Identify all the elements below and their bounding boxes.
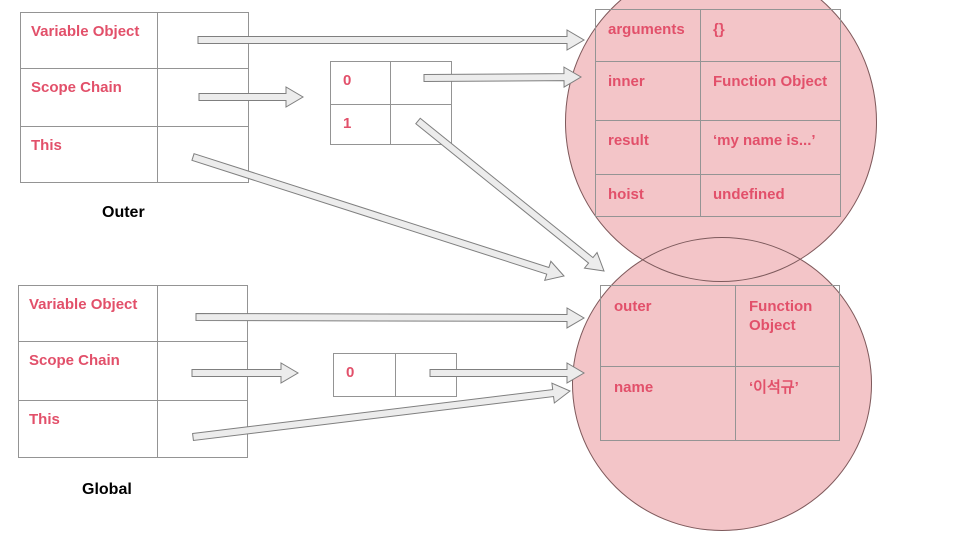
vo-key-inner-cell: inner [596, 62, 701, 121]
outer-scope-pointer-1-cell [391, 105, 451, 144]
global-variable-object-value-cell [158, 286, 247, 342]
global-scope-chain-value-cell [158, 342, 247, 401]
global-scope-index-0-cell: 0 [334, 354, 396, 396]
vo-key-name-cell: name [601, 367, 736, 440]
outer-variable-object-value-cell [158, 13, 248, 69]
outer-this-value-cell [158, 127, 248, 182]
vo-value-arguments-cell: {} [701, 10, 840, 62]
global-scope-chain-array: 0 [333, 353, 457, 397]
outer-scope-index-1-cell: 1 [331, 105, 391, 144]
vo-key-outer-cell: outer [601, 286, 736, 367]
vo-key-hoist-cell: hoist [596, 175, 701, 216]
vo-value-name-cell: ‘이석규’ [749, 379, 799, 396]
outer-scope-pointer-0-cell [391, 62, 451, 105]
outer-this-label-cell: This [21, 127, 158, 182]
vo-value-hoist-cell: undefined [713, 186, 785, 203]
global-this-value-cell [158, 401, 247, 457]
outer-context-caption: Outer [102, 204, 145, 221]
outer-variable-object-table: arguments {} inner Function Object resul… [595, 9, 841, 217]
global-scope-pointer-0-cell [396, 354, 456, 396]
outer-scope-chain-label-cell: Scope Chain [21, 69, 158, 127]
global-context-caption: Global [82, 481, 132, 498]
outer-scope-index-0-cell: 0 [331, 62, 391, 105]
vo-value-outer-cell: Function Object [736, 286, 839, 367]
arrow-global-variable-object [195, 307, 585, 329]
global-variable-object-label-cell: Variable Object [19, 286, 158, 342]
vo-key-result-cell: result [596, 121, 701, 175]
arrow-outer-variable-object [197, 29, 585, 51]
global-scope-chain-label-cell: Scope Chain [19, 342, 158, 401]
outer-scope-chain-array: 0 1 [330, 61, 452, 145]
outer-context-table: Variable Object Scope Chain This [20, 12, 249, 183]
global-variable-object-table: outer Function Object name ‘이석규’ [600, 285, 840, 441]
global-context-circle-outline [572, 237, 872, 531]
global-this-label-cell: This [19, 401, 158, 457]
global-context-table: Variable Object Scope Chain This [18, 285, 248, 458]
vo-value-result-cell: ‘my name is...’ [701, 121, 840, 175]
vo-value-inner-cell: Function Object [701, 62, 840, 121]
outer-scope-chain-value-cell [158, 69, 248, 127]
outer-variable-object-label-cell: Variable Object [21, 13, 158, 69]
vo-key-arguments-cell: arguments [596, 10, 701, 62]
